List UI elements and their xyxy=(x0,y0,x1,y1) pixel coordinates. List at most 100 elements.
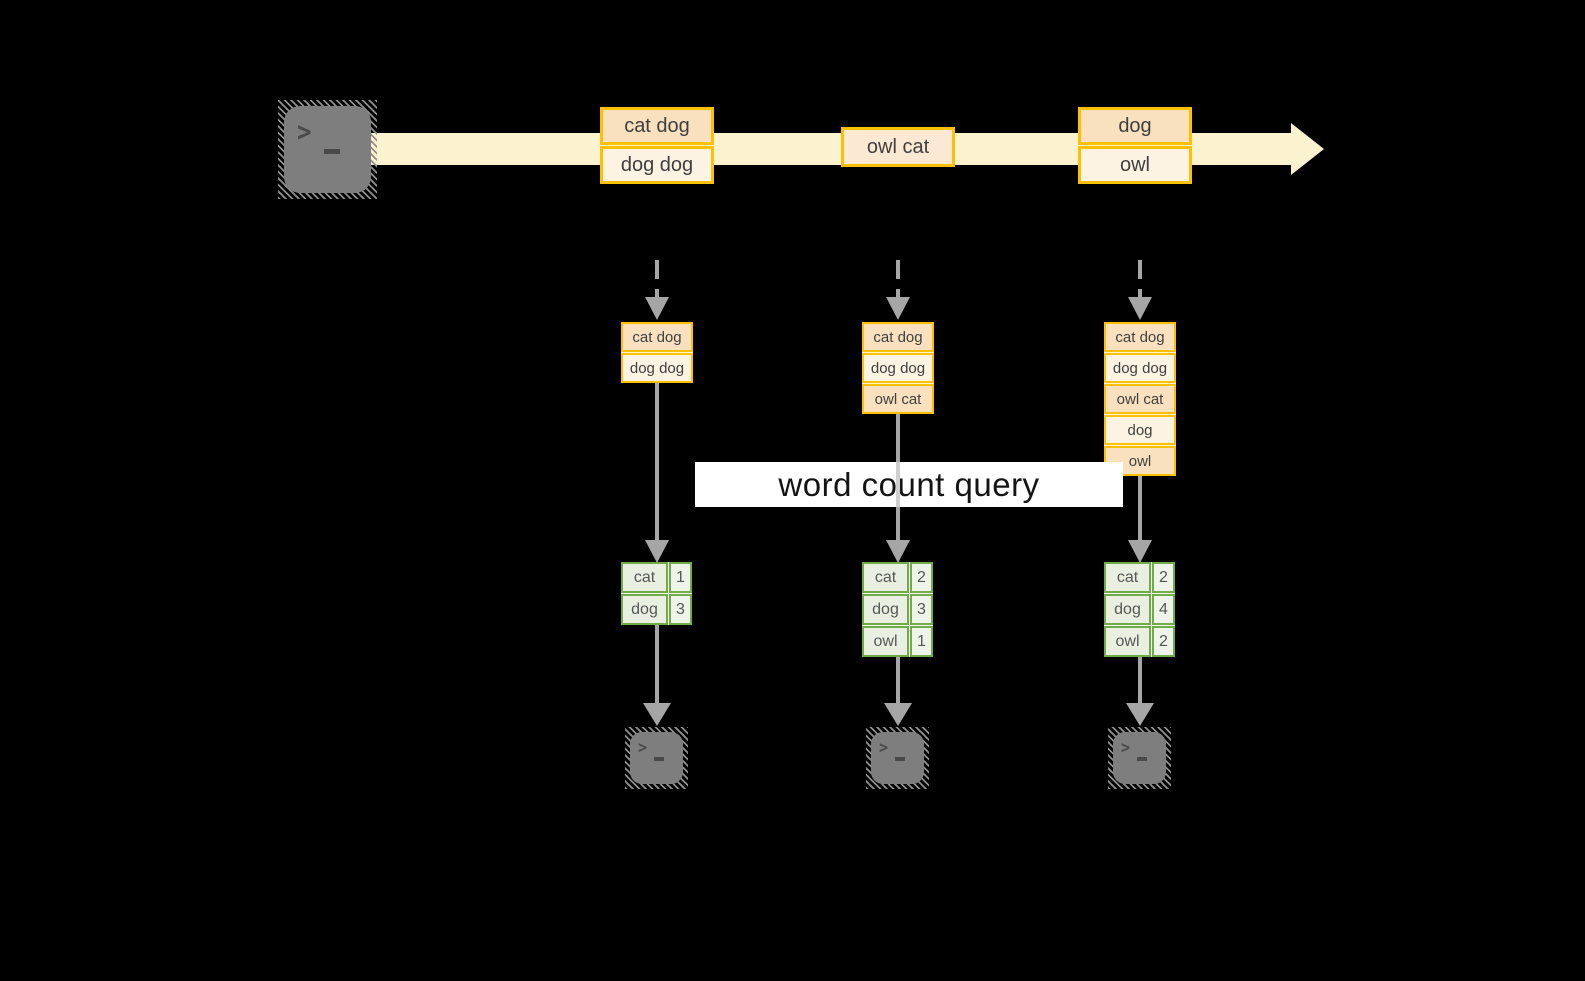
count-text: 4 xyxy=(1159,600,1168,618)
count-text: 1 xyxy=(676,568,685,586)
word-text: cat xyxy=(633,568,656,586)
result-count-cell: 3 xyxy=(669,594,692,625)
trigger-arrowhead-icon xyxy=(886,297,910,320)
input-row: dog dog xyxy=(1104,353,1176,383)
output-arrowhead-icon xyxy=(1126,703,1154,726)
result-count-cell: 4 xyxy=(1152,594,1175,625)
trigger-arrow-line xyxy=(655,260,659,297)
input-row: owl cat xyxy=(1104,384,1176,414)
input-text: owl cat xyxy=(874,390,922,408)
result-word-cell: owl xyxy=(862,626,909,657)
result-count-cell: 2 xyxy=(1152,626,1175,657)
stream-record: cat dog xyxy=(600,107,714,145)
input-text: cat dog xyxy=(873,328,923,346)
input-table-2: cat dog dog dog owl cat xyxy=(862,322,934,414)
word-text: cat xyxy=(874,568,897,586)
result-word-cell: cat xyxy=(862,562,909,593)
input-row: dog xyxy=(1104,415,1176,445)
input-text: dog xyxy=(1127,421,1153,439)
terminal-cursor-icon xyxy=(324,149,340,154)
terminal-screen: > xyxy=(871,732,924,784)
terminal-prompt-icon: > xyxy=(638,736,648,758)
result-word-cell: cat xyxy=(1104,562,1151,593)
input-row: cat dog xyxy=(1104,322,1176,352)
terminal-screen: > xyxy=(630,732,683,784)
input-row: dog dog xyxy=(862,353,934,383)
input-text: dog dog xyxy=(870,359,926,377)
record-text: owl xyxy=(1119,153,1150,176)
output-arrow-line xyxy=(896,657,900,706)
word-text: cat xyxy=(1116,568,1139,586)
record-text: dog dog xyxy=(620,153,694,176)
output-arrow-line xyxy=(655,625,659,706)
result-word-cell: dog xyxy=(862,594,909,625)
stream-record: dog dog xyxy=(600,146,714,184)
word-text: dog xyxy=(872,600,899,618)
word-text: dog xyxy=(631,600,658,618)
trigger-arrow-line xyxy=(896,260,900,297)
result-count-cell: 1 xyxy=(669,562,692,593)
result-word-cell: dog xyxy=(621,594,668,625)
input-text: dog dog xyxy=(629,359,685,377)
stream-record: owl xyxy=(1078,146,1192,184)
input-row: dog dog xyxy=(621,353,693,383)
record-text: dog xyxy=(1118,114,1152,137)
sink-terminal-icon: > xyxy=(1108,727,1171,789)
trigger-arrowhead-icon xyxy=(645,297,669,320)
result-count-cell: 2 xyxy=(1152,562,1175,593)
terminal-cursor-icon xyxy=(1137,757,1147,761)
trigger-arrow-line xyxy=(1138,260,1142,297)
result-word-cell: dog xyxy=(1104,594,1151,625)
terminal-prompt-icon: > xyxy=(879,736,889,758)
input-text: cat dog xyxy=(632,328,682,346)
word-text: owl xyxy=(1115,632,1140,650)
result-count-cell: 2 xyxy=(910,562,933,593)
count-text: 3 xyxy=(917,600,926,618)
result-count-cell: 1 xyxy=(910,626,933,657)
result-table-1: cat 1 dog 3 xyxy=(621,562,692,625)
stream-record: dog xyxy=(1078,107,1192,145)
stream-arrowhead-icon xyxy=(1291,123,1324,175)
input-text: dog dog xyxy=(1112,359,1168,377)
sink-terminal-icon: > xyxy=(625,727,688,789)
query-arrowhead-icon xyxy=(1128,540,1152,563)
input-row: owl cat xyxy=(862,384,934,414)
word-text: owl xyxy=(873,632,898,650)
query-arrow-line xyxy=(655,383,659,540)
output-arrow-line xyxy=(1138,657,1142,706)
terminal-prompt-icon: > xyxy=(1121,736,1131,758)
input-text: owl xyxy=(1128,452,1152,470)
terminal-cursor-icon xyxy=(895,757,905,761)
query-arrow-line-overlay xyxy=(896,462,900,507)
trigger-arrowhead-icon xyxy=(1128,297,1152,320)
query-arrow-line xyxy=(1138,476,1142,540)
source-terminal-icon: > xyxy=(278,100,377,199)
terminal-screen: > xyxy=(284,106,371,193)
input-text: owl cat xyxy=(1116,390,1164,408)
record-text: owl cat xyxy=(866,135,930,158)
terminal-screen: > xyxy=(1113,732,1166,784)
count-text: 1 xyxy=(917,632,926,650)
query-arrowhead-icon xyxy=(886,540,910,563)
sink-terminal-icon: > xyxy=(866,727,929,789)
record-text: cat dog xyxy=(624,114,690,137)
stream-record: owl cat xyxy=(841,127,955,167)
result-word-cell: owl xyxy=(1104,626,1151,657)
terminal-prompt-icon: > xyxy=(297,115,312,149)
result-word-cell: cat xyxy=(621,562,668,593)
input-text: cat dog xyxy=(1115,328,1165,346)
terminal-cursor-icon xyxy=(654,757,664,761)
stream-batch-1: cat dog dog dog xyxy=(600,107,714,184)
count-text: 2 xyxy=(1159,632,1168,650)
input-row: cat dog xyxy=(862,322,934,352)
result-count-cell: 3 xyxy=(910,594,933,625)
count-text: 3 xyxy=(676,600,685,618)
output-arrowhead-icon xyxy=(884,703,912,726)
result-table-3: cat 2 dog 4 owl 2 xyxy=(1104,562,1175,657)
result-table-2: cat 2 dog 3 owl 1 xyxy=(862,562,933,657)
query-label: word count query xyxy=(778,465,1040,503)
input-row: cat dog xyxy=(621,322,693,352)
stream-batch-3: dog owl xyxy=(1078,107,1192,184)
word-text: dog xyxy=(1114,600,1141,618)
